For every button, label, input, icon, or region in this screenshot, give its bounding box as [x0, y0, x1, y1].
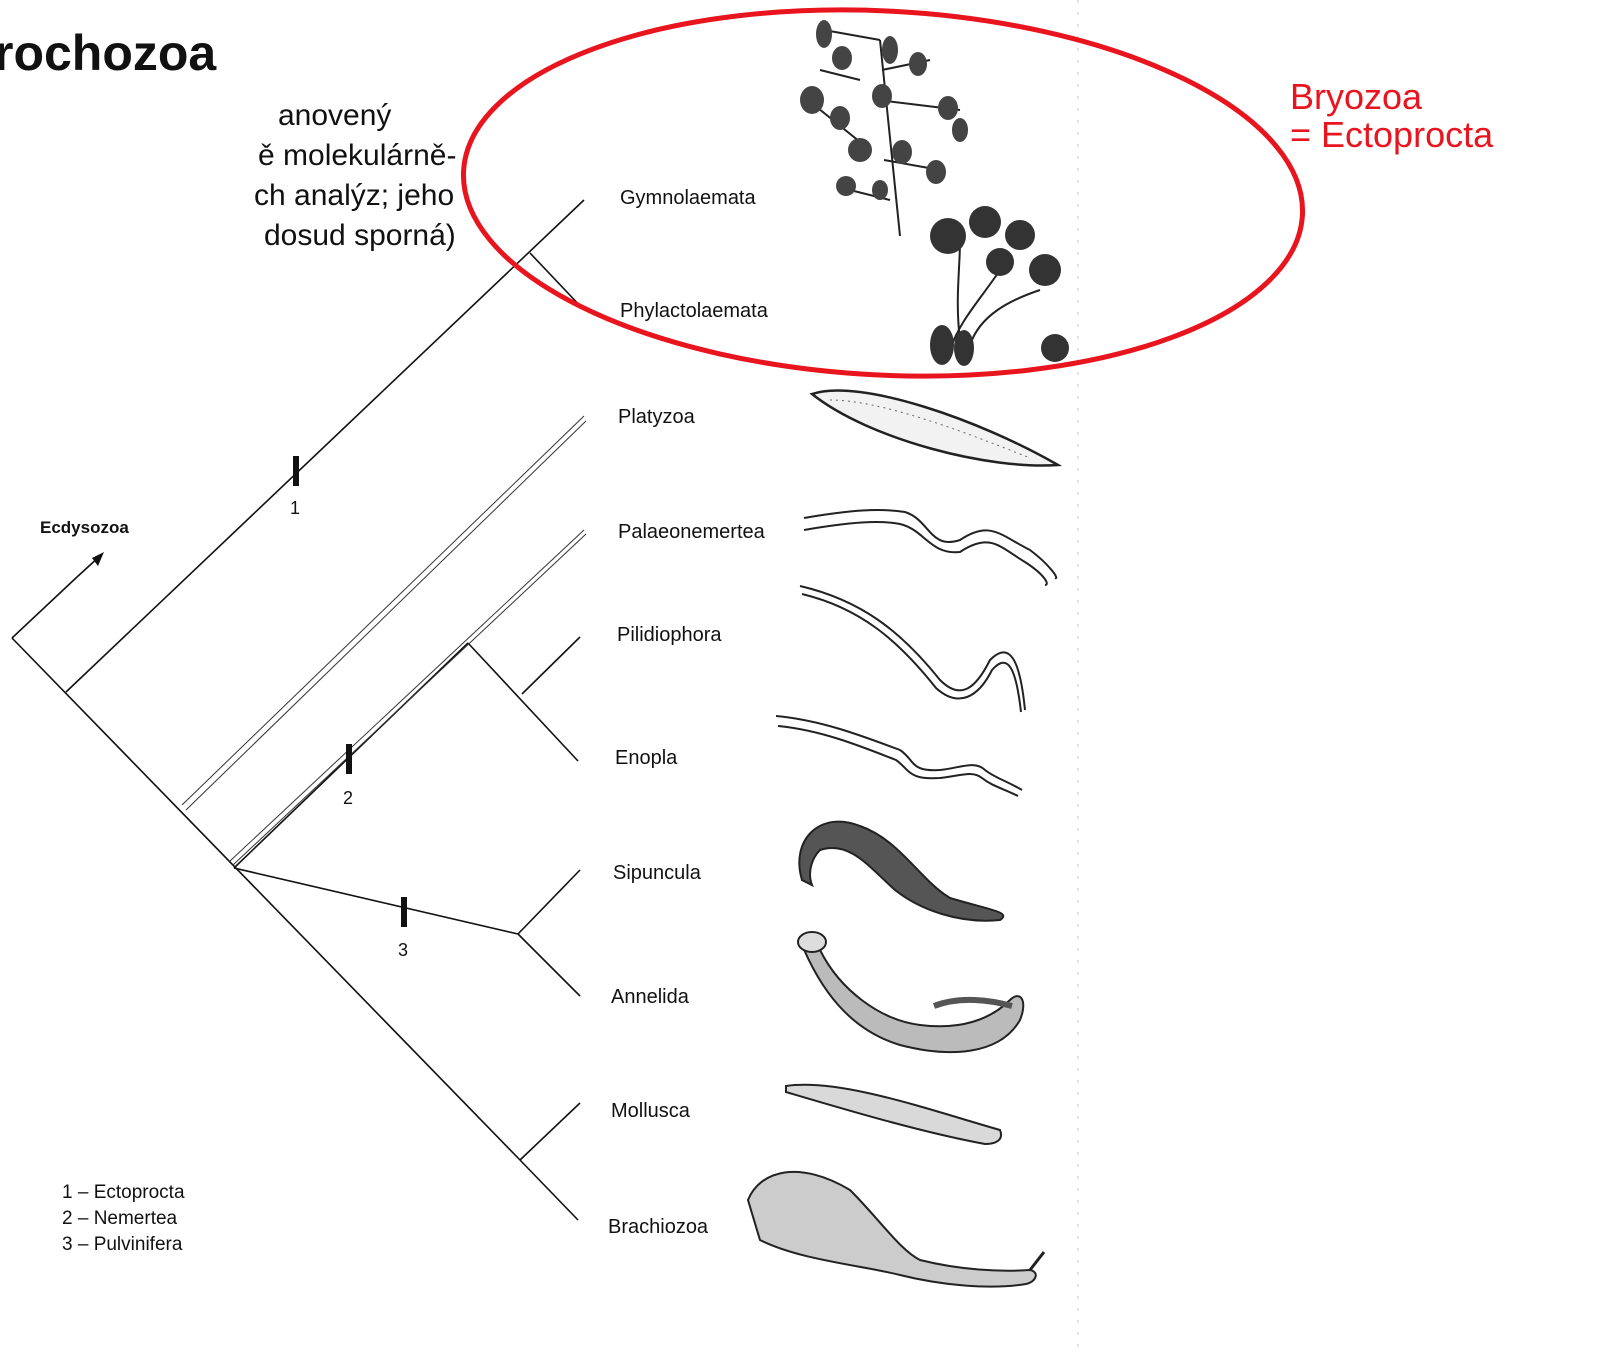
- taxon-pilidiophora: Pilidiophora: [617, 624, 722, 646]
- branch-ecdysozoa: [12, 577, 77, 638]
- ecdysozoa-arrowhead: [92, 552, 104, 566]
- branch-palaeonemertea-a: [230, 530, 584, 861]
- pilidiophora-illustration: [800, 586, 1025, 712]
- taxon-palaeonemertea: Palaeonemertea: [618, 521, 766, 543]
- branch-enopla: [468, 643, 578, 761]
- branch-pulvinifera: [234, 868, 518, 934]
- mark-1-bar: [293, 456, 299, 486]
- taxon-enopla: Enopla: [615, 747, 678, 769]
- taxon-brachiozoa: Brachiozoa: [608, 1216, 709, 1238]
- taxon-mollusca: Mollusca: [611, 1100, 691, 1122]
- taxon-sipuncula: Sipuncula: [613, 862, 702, 884]
- sipuncula-illustration: [799, 822, 1003, 921]
- branch-trunk: [12, 638, 520, 1160]
- taxon-annelida: Annelida: [611, 986, 690, 1008]
- ecdysozoa-label: Ecdysozoa: [40, 518, 129, 537]
- branch-annelida: [518, 934, 580, 996]
- phylactolaemata-illustration: [930, 206, 1069, 366]
- palaeonemertea-illustration: [804, 510, 1056, 585]
- branch-mollusca: [520, 1103, 580, 1160]
- legend: 1 – Ectoprocta 2 – Nemertea 3 – Pulvinif…: [62, 1180, 185, 1258]
- branch-sipuncula: [518, 870, 580, 934]
- mark-1-label: 1: [290, 498, 300, 518]
- branch-platyzoa-b: [186, 421, 586, 810]
- gymnolaemata-illustration: [800, 20, 968, 236]
- enopla-illustration: [776, 716, 1022, 796]
- legend-item-2: 2 – Nemertea: [62, 1206, 185, 1232]
- annelida-illustration: [798, 932, 1023, 1052]
- mark-2-label: 2: [343, 788, 353, 808]
- branch-palaeonemertea-b: [233, 534, 586, 865]
- mark-2-bar: [346, 744, 352, 774]
- branch-brachiozoa: [520, 1160, 578, 1220]
- platyzoa-illustration: [812, 391, 1058, 466]
- double-branches: [182, 416, 586, 865]
- mark-3-bar: [401, 897, 407, 927]
- branch-pilidiophora: [522, 637, 580, 694]
- taxon-platyzoa: Platyzoa: [618, 406, 696, 428]
- taxon-gymnolaemata: Gymnolaemata: [620, 187, 756, 209]
- branch-platyzoa-a: [182, 416, 584, 805]
- tree-branches: [12, 200, 584, 1220]
- brachiozoa-illustration: [748, 1172, 1044, 1287]
- taxon-phylactolaemata: Phylactolaemata: [620, 300, 769, 322]
- legend-item-3: 3 – Pulvinifera: [62, 1232, 185, 1258]
- mollusca-illustration: [786, 1085, 1001, 1144]
- branch-bryozoa: [66, 200, 584, 692]
- mark-3-label: 3: [398, 940, 408, 960]
- legend-item-1: 1 – Ectoprocta: [62, 1180, 185, 1206]
